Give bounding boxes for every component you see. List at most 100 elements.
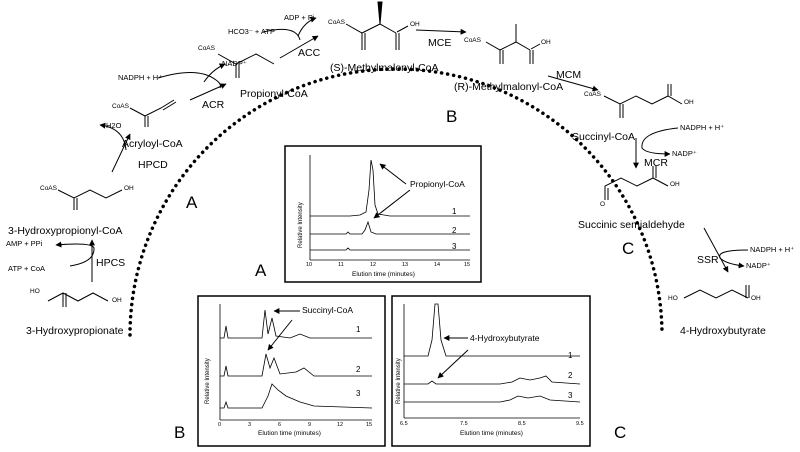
panel-a-trace-label-1: 1 [452, 207, 457, 216]
panel-b-xlabel: Elution time (minutes) [258, 430, 321, 437]
section-label-b: B [446, 107, 458, 126]
section-label-a: A [186, 193, 198, 212]
enzyme-acc: ACC [298, 47, 321, 59]
panel-a-letter: A [255, 261, 267, 280]
cofactor-nadph-acr: NADPH + H⁺ [118, 73, 163, 82]
panel-b-tick: 3 [248, 422, 252, 428]
panel-c-tick: 6.5 [400, 421, 408, 427]
structure-4-hydroxybutyrate [683, 285, 750, 299]
panel-c-tick: 7.5 [460, 421, 468, 427]
group-coas: CoAS [584, 91, 601, 98]
compound-succinyl-coa: Succinyl-CoA [572, 131, 636, 143]
panel-a-tick: 15 [464, 262, 471, 268]
panel-c [391, 295, 591, 447]
compound-4-hydroxybutyrate: 4-Hydroxybutyrate [680, 325, 766, 337]
enzyme-acr: ACR [202, 99, 225, 111]
group-oh: OH [124, 185, 134, 192]
cofactor-adp-pi: ADP + Pi [284, 13, 315, 22]
compound-r-methylmalonyl-coa: (R)-Methylmalonyl-CoA [454, 81, 564, 93]
panel-b-ylabel: Relative Intensity [205, 358, 211, 404]
panel-b-trace-label-2: 2 [356, 365, 361, 374]
compound-succinic-semialdehyde: Succinic semialdehyde [578, 219, 685, 231]
group-oh: OH [670, 181, 680, 188]
panel-b-letter: B [174, 423, 186, 442]
structure-3-hydroxypropionyl-coa [57, 189, 123, 210]
panel-a-tick: 14 [434, 262, 441, 268]
panel-c-letter: C [614, 423, 627, 442]
panel-c-trace-label-2: 2 [568, 371, 573, 380]
panel-b-peak-label: Succinyl-CoA [302, 305, 354, 315]
panel-c-xlabel: Elution time (minutes) [460, 430, 523, 437]
panel-c-peak-label: 4-Hydroxybutyrate [470, 333, 540, 343]
panel-a-tick: 13 [402, 262, 409, 268]
group-coas: CoAS [328, 19, 345, 26]
structure-3-hydroxypropionate [47, 292, 109, 307]
panel-b-trace-3 [220, 383, 373, 409]
structure-propionyl-coa [217, 53, 275, 78]
panel-a-trace-2 [310, 220, 470, 235]
panel-b-tick: 9 [308, 422, 312, 428]
panel-a-peak-label: Propionyl-CoA [410, 179, 465, 189]
structure-r-methylmalonyl-coa [485, 24, 541, 64]
group-oh: OH [684, 99, 694, 106]
panel-c-trace-2 [404, 375, 581, 385]
enzyme-mce: MCE [428, 37, 452, 49]
cofactor-nadp-ssr: NADP⁺ [746, 261, 771, 270]
panel-a-tick: 10 [306, 262, 313, 268]
group-oh: OH [410, 21, 420, 28]
compound-3-hydroxypropionate: 3-Hydroxypropionate [26, 325, 124, 337]
cofactor-atp-coa: ATP + CoA [8, 264, 46, 273]
cofactor-nadp-mcr: NADP⁺ [672, 149, 697, 158]
structures [47, 1, 750, 307]
structure-succinic-semialdehyde [604, 166, 669, 200]
group-coas: CoAS [112, 103, 129, 110]
panel-a-xlabel: Elution time (minutes) [352, 271, 415, 278]
group-coas: CoAS [464, 37, 481, 44]
panel-c-trace-label-3: 3 [568, 391, 573, 400]
cofactor-nadp-acr: NADP⁺ [222, 59, 247, 68]
panel-b-trace-label-3: 3 [356, 389, 361, 398]
panel-a-trace-1 [310, 159, 470, 217]
panel-b-tick: 15 [366, 422, 373, 428]
compound-propionyl-coa: Propionyl-CoA [240, 88, 308, 100]
panel-a-tick: 12 [370, 262, 377, 268]
compound-3-hydroxypropionyl-coa: 3-Hydroxypropionyl-CoA [8, 225, 123, 237]
panel-a-trace-label-3: 3 [452, 242, 457, 251]
panel-a-tick: 11 [338, 262, 344, 268]
panel-a [284, 145, 482, 283]
enzyme-hpcd: HPCD [138, 159, 168, 171]
panel-c-trace-3 [404, 395, 581, 403]
panel-b-trace-1 [220, 309, 372, 339]
section-label-c: C [622, 239, 635, 258]
group-coas: CoAS [40, 185, 57, 192]
group-ho: HO [30, 288, 40, 295]
panel-b-trace-label-1: 1 [356, 325, 361, 334]
enzyme-hpcs: HPCS [96, 257, 126, 269]
enzyme-mcm: MCM [556, 69, 582, 81]
panel-a-ylabel: Relative Intensity [298, 202, 304, 248]
panel-c-tick: 9.5 [576, 421, 584, 427]
enzyme-mcr: MCR [644, 157, 668, 169]
structure-acryloyl-coa [129, 99, 177, 127]
group-oh: OH [751, 295, 761, 302]
structure-s-methylmalonyl-coa [345, 23, 409, 50]
group-o: O [600, 201, 606, 208]
group-oh: OH [541, 39, 551, 46]
panel-b-tick: 6 [278, 422, 282, 428]
group-ho: HO [668, 295, 678, 302]
panel-a-trace-3 [310, 247, 470, 251]
cofactor-nadph-ssr: NADPH + H⁺ [750, 245, 795, 254]
compound-acryloyl-coa: Acryloyl-CoA [122, 138, 183, 150]
panel-b-tick: 12 [337, 422, 344, 428]
group-coas: CoAS [198, 45, 215, 52]
reaction-arrows [55, 16, 749, 282]
enzyme-ssr: SSR [697, 254, 719, 266]
panel-c-ylabel: Relative Intensity [396, 358, 402, 404]
cofactor-h2o: H2O [106, 121, 122, 130]
panel-a-trace-label-2: 2 [452, 226, 457, 235]
panel-b [197, 295, 386, 447]
panel-c-trace-1 [404, 303, 580, 357]
panel-b-trace-2 [220, 353, 372, 377]
